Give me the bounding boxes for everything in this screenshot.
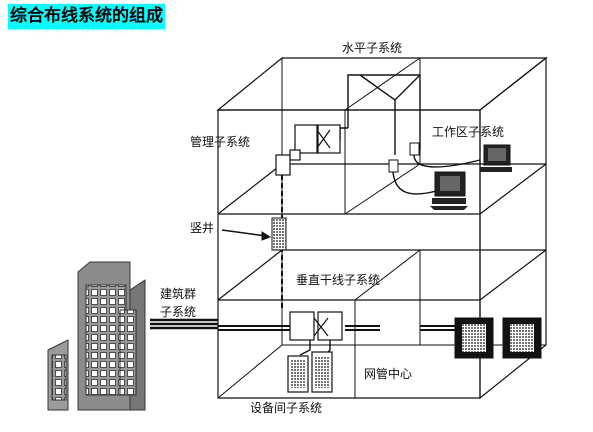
vertical-trunk	[271, 175, 287, 310]
label-building-group-line2: 子系统	[160, 305, 196, 319]
label-equipment-room-subsystem: 设备间子系统	[250, 401, 322, 415]
patch-panel-bottom	[289, 311, 343, 341]
shaft-arrow	[221, 229, 272, 241]
shaft-box	[271, 217, 287, 251]
label-horizontal-subsystem: 水平子系统	[342, 41, 402, 55]
patch-panel-top	[275, 124, 341, 176]
building-block	[216, 56, 548, 400]
network-center-racks	[454, 317, 542, 359]
label-vertical-subsystem: 垂直干线子系统	[296, 273, 380, 287]
server-rack-icon	[287, 351, 333, 393]
label-management-subsystem: 管理子系统	[190, 134, 250, 149]
front-face	[217, 109, 481, 399]
label-network-center: 网管中心	[364, 366, 412, 381]
office-building-icon	[47, 261, 146, 411]
building-group-cable	[150, 318, 218, 330]
partitions-top-floor	[344, 57, 421, 215]
equipment-room-cabling	[218, 325, 470, 356]
floor-slab-lower	[217, 249, 546, 301]
horizontal-cabling	[330, 74, 421, 155]
workstation-cabling	[392, 154, 481, 195]
page-title: 综合布线系统的组成	[8, 4, 165, 29]
pc-icon	[480, 144, 512, 172]
label-work-area-subsystem: 工作区子系统	[432, 125, 504, 139]
pc-icon	[430, 171, 468, 210]
label-shaft: 竖井	[190, 221, 214, 235]
label-building-group-line1: 建筑群	[160, 286, 196, 301]
